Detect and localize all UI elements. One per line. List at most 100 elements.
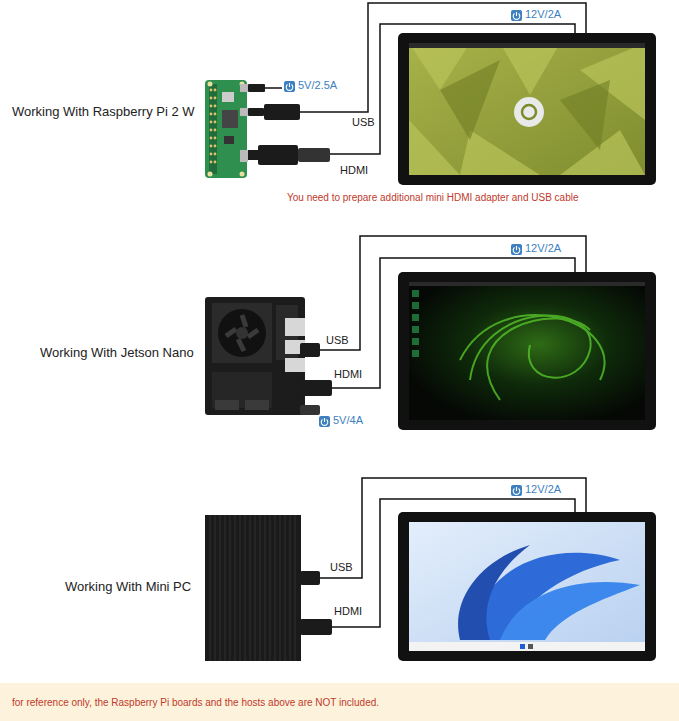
mini-pc-part-part bbox=[250, 515, 251, 661]
monitor-part-part bbox=[560, 130, 645, 175]
raspberry-pi-board-part bbox=[224, 136, 234, 144]
jetson-nano bbox=[205, 297, 305, 415]
monitor-part-part bbox=[412, 302, 419, 309]
mini-pc-part-part bbox=[260, 515, 261, 661]
monitor-part bbox=[514, 97, 544, 127]
jetson-nano-part bbox=[245, 400, 269, 410]
jetson-nano-part-part bbox=[248, 330, 258, 337]
monitor-part-part bbox=[412, 290, 419, 297]
raspberry-pi-board-part-part bbox=[214, 105, 217, 108]
monitor-part bbox=[409, 43, 645, 48]
jetson-nano-part bbox=[205, 297, 305, 415]
raspberry-pi-board-part bbox=[205, 80, 247, 178]
raspberry-pi-board-part-part bbox=[210, 161, 213, 164]
power-icon-part bbox=[513, 246, 520, 253]
mini-pc-part-part bbox=[265, 515, 266, 661]
raspberry-pi-board-part-part bbox=[214, 145, 217, 148]
monitor-part bbox=[460, 315, 604, 400]
raspberry-pi-board bbox=[205, 80, 248, 178]
raspberry-pi-board-part-part bbox=[214, 121, 217, 124]
raspberry-pi-board-part-part bbox=[210, 105, 213, 108]
raspberry-pi-board-part bbox=[208, 82, 213, 87]
monitor-part-part bbox=[409, 120, 460, 175]
jetson-nano-part-part bbox=[242, 315, 246, 327]
connector-plug bbox=[248, 84, 330, 165]
jetson-nano-part bbox=[215, 400, 239, 410]
raspberry-pi-board-part bbox=[209, 84, 217, 174]
connector-plug-part bbox=[258, 145, 298, 165]
monitor-part-part bbox=[487, 318, 590, 400]
mini-pc-part-part bbox=[225, 515, 226, 661]
connector-plug-part bbox=[248, 108, 264, 116]
raspberry-pi-board-part bbox=[240, 150, 248, 162]
monitor-part bbox=[520, 644, 525, 649]
power-icon-part bbox=[321, 418, 328, 425]
cable-label: HDMI bbox=[334, 605, 362, 618]
raspberry-pi-board-part bbox=[208, 172, 213, 177]
monitor-part-part bbox=[560, 80, 610, 150]
connector-plug-part bbox=[248, 84, 265, 92]
cable-part bbox=[265, 87, 282, 89]
cable-label: USB bbox=[352, 116, 375, 129]
jetson-nano-part bbox=[285, 358, 305, 372]
monitor-part bbox=[409, 282, 645, 420]
power-icon-part bbox=[284, 81, 295, 92]
monitor-part-part bbox=[412, 338, 419, 345]
jetson-nano-part-part bbox=[238, 339, 244, 351]
power-icon-part bbox=[513, 487, 520, 494]
power-icon-part bbox=[286, 83, 293, 90]
monitor-part-part bbox=[458, 545, 530, 640]
monitor bbox=[398, 512, 656, 661]
note-text: for reference only, the Raspberry Pi boa… bbox=[12, 697, 379, 708]
raspberry-pi-board-part-part bbox=[210, 121, 213, 124]
raspberry-pi-board-part bbox=[240, 108, 248, 116]
raspberry-pi-board-part-part bbox=[210, 129, 213, 132]
raspberry-pi-board-part-part bbox=[214, 137, 217, 140]
row-heading: Working With Mini PC bbox=[65, 579, 191, 595]
raspberry-pi-board-part-part bbox=[210, 97, 213, 100]
power-icon-part bbox=[513, 12, 520, 19]
jetson-nano-part-part bbox=[226, 329, 236, 336]
monitor-part bbox=[398, 33, 656, 185]
connector-plug bbox=[300, 571, 332, 635]
raspberry-pi-board-part bbox=[240, 84, 248, 92]
monitor-part-part bbox=[460, 130, 540, 175]
mini-pc-part-part bbox=[290, 515, 291, 661]
cable-label: USB bbox=[330, 561, 353, 574]
mini-pc-part-part bbox=[215, 515, 216, 661]
connector-plug-part bbox=[298, 148, 330, 162]
mini-pc-part-part bbox=[295, 515, 296, 661]
connector-plug-part bbox=[300, 619, 332, 635]
power-icon-part bbox=[319, 416, 330, 427]
raspberry-pi-board-part-part bbox=[210, 153, 213, 156]
raspberry-pi-board-part bbox=[222, 92, 234, 102]
monitor-part bbox=[522, 105, 536, 119]
raspberry-pi-board-part-part bbox=[214, 89, 217, 92]
row-heading: Working With Jetson Nano bbox=[40, 345, 194, 361]
power-icon-part bbox=[511, 10, 522, 21]
mini-pc-part-part bbox=[210, 515, 211, 661]
connector-plug-part bbox=[300, 343, 320, 357]
connector-plug-part bbox=[300, 571, 320, 585]
mini-pc-part-part bbox=[220, 515, 221, 661]
monitor-part bbox=[398, 512, 656, 661]
mini-pc-part-part bbox=[280, 515, 281, 661]
raspberry-pi-board-part-part bbox=[214, 113, 217, 116]
monitor-part bbox=[440, 60, 610, 150]
raspberry-pi-board-part bbox=[222, 110, 238, 128]
monitor-part-part bbox=[500, 43, 560, 95]
mini-pc-part-part bbox=[255, 515, 256, 661]
raspberry-pi-board-part-part bbox=[214, 153, 217, 156]
power-rating: 12V/2A bbox=[525, 483, 561, 496]
monitor-part bbox=[412, 290, 419, 357]
raspberry-pi-board-part-part bbox=[210, 113, 213, 116]
monitor-part bbox=[528, 644, 533, 649]
connector-plug-part bbox=[300, 405, 320, 415]
connector-plug bbox=[300, 343, 332, 415]
note-text: You need to prepare additional mini HDMI… bbox=[287, 192, 578, 204]
mini-pc-part-part bbox=[245, 515, 246, 661]
power-rating: 12V/2A bbox=[525, 8, 561, 21]
monitor-part bbox=[409, 522, 645, 651]
jetson-nano-part bbox=[218, 309, 266, 357]
